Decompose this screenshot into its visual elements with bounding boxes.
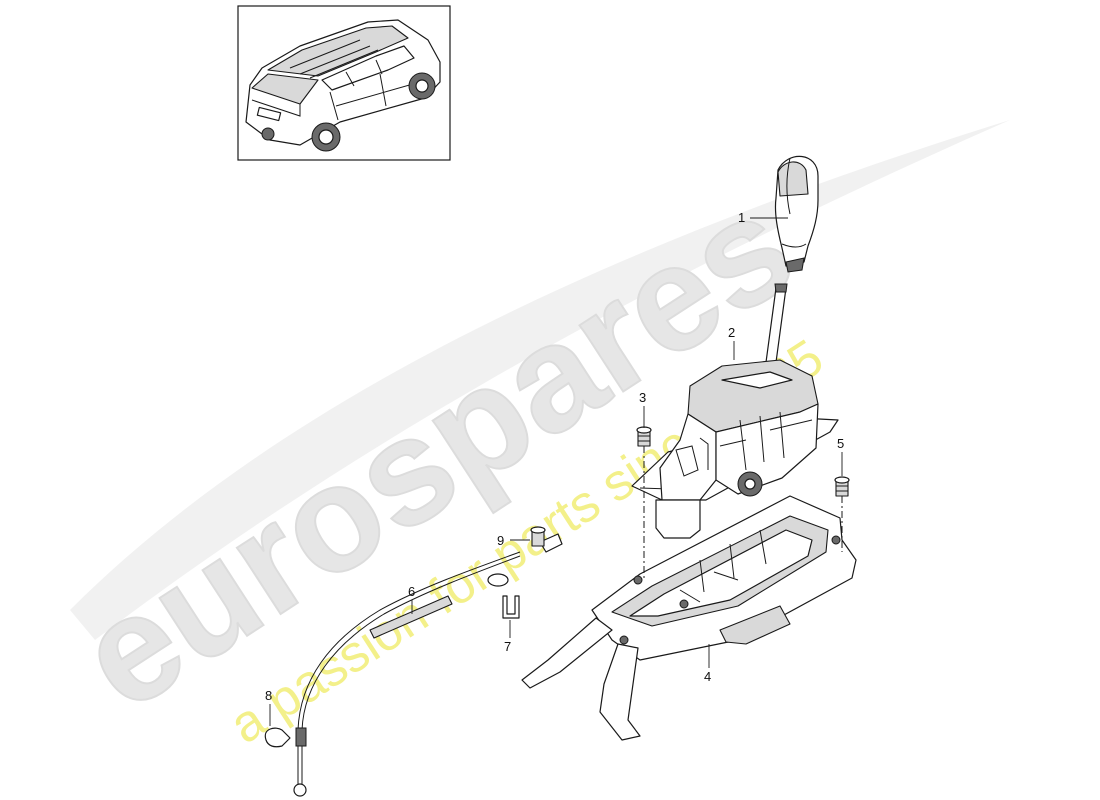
suv-rear-three-quarter-icon (245, 19, 441, 152)
callouts: 1 2 3 4 5 6 7 8 (265, 210, 844, 726)
callout-7[interactable]: 7 (504, 620, 511, 654)
part-8-retaining-clip (264, 727, 291, 748)
callout-6[interactable]: 6 (408, 584, 415, 614)
callout-8[interactable]: 8 (265, 688, 272, 726)
part-9-bolt (530, 526, 546, 547)
callout-label: 2 (728, 325, 735, 340)
part-3-bolt (636, 426, 652, 447)
callout-label: 8 (265, 688, 272, 703)
callout-2[interactable]: 2 (728, 325, 735, 360)
part-5-bolt (834, 476, 850, 497)
part-7-clip (502, 595, 520, 619)
callout-5[interactable]: 5 (837, 436, 844, 476)
callout-label: 5 (837, 436, 844, 451)
vehicle-thumbnail (237, 5, 451, 161)
callout-label: 9 (497, 533, 504, 548)
callout-label: 6 (408, 584, 415, 599)
callout-label: 4 (704, 669, 711, 684)
watermark: eurospares a passion for parts since 198… (50, 120, 1010, 755)
callout-1[interactable]: 1 (738, 210, 788, 225)
part-1-selector-knob (774, 155, 819, 273)
part-2-selector-mechanism (631, 283, 839, 539)
part-6-shift-cable (293, 533, 563, 797)
callout-label: 3 (639, 390, 646, 405)
callout-3[interactable]: 3 (639, 390, 646, 428)
assembly-guide-lines (643, 446, 843, 580)
callout-label: 7 (504, 639, 511, 654)
callout-9[interactable]: 9 (497, 533, 530, 548)
watermark-swoosh (70, 120, 1010, 640)
callout-4[interactable]: 4 (704, 644, 711, 684)
part-4-mounting-bracket (521, 495, 857, 741)
callout-label: 1 (738, 210, 745, 225)
